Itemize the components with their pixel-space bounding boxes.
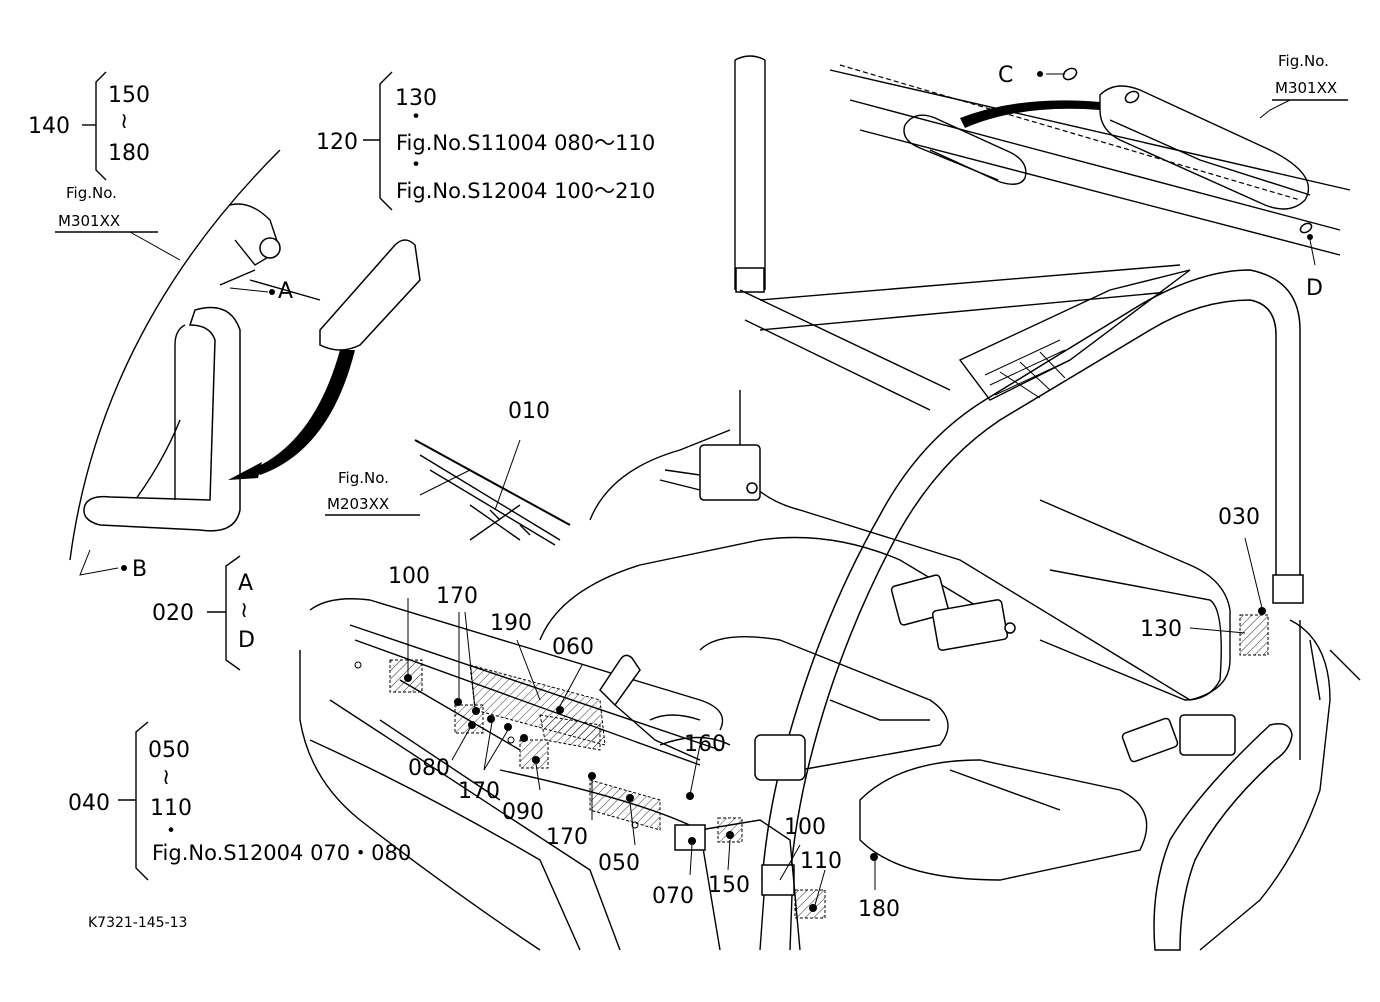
figref-m301-right: M301XX (1275, 79, 1337, 97)
leader-lines (79, 73, 1316, 906)
label-010: 010 (508, 399, 550, 424)
label-070: 070 (652, 884, 694, 909)
decal-group (389, 614, 1269, 919)
label-170-a: 170 (436, 584, 478, 609)
label-020: 020 (152, 601, 194, 626)
label-dot-2: ・ (405, 153, 427, 178)
figref-label-right: Fig.No. (1278, 52, 1329, 70)
label-140: 140 (28, 114, 70, 139)
fastener-points (354, 607, 1266, 912)
label-080: 080 (408, 756, 450, 781)
mesh-panel (958, 269, 1191, 401)
label-150-b: 150 (708, 873, 750, 898)
seat-belt-center (890, 574, 1016, 651)
label-110: 110 (800, 849, 842, 874)
label-190: 190 (490, 611, 532, 636)
label-050: 050 (598, 851, 640, 876)
ref-s12004-a: Fig.No.S12004 100～210 (396, 179, 655, 203)
label-090: 090 (502, 800, 544, 825)
label-030: 030 (1218, 505, 1260, 530)
label-B: B (132, 557, 147, 582)
label-C: C (998, 63, 1013, 88)
ref-s11004: Fig.No.S11004 080～110 (396, 131, 655, 155)
label-130-b: 130 (1140, 617, 1182, 642)
seat-belt-left (659, 444, 761, 501)
label-060: 060 (552, 635, 594, 660)
callout-labels: 140 150 ≀ 180 Fig.No. M301XX 120 130 ・ F… (28, 52, 1337, 931)
label-020-A: A (238, 571, 253, 596)
label-040: 040 (68, 791, 110, 816)
label-040-tilde: ≀ (162, 765, 170, 790)
rotation-arrow-c (960, 100, 1100, 128)
figref-label: Fig.No. (66, 184, 117, 202)
label-110-b: 110 (150, 796, 192, 821)
label-dot-3: ・ (160, 819, 182, 844)
label-020-D: D (238, 628, 255, 653)
label-170-b: 170 (458, 779, 500, 804)
label-100-a: 100 (388, 564, 430, 589)
label-050-b: 050 (148, 738, 190, 763)
label-tilde: ≀ (120, 109, 128, 134)
label-100-b: 100 (784, 815, 826, 840)
label-120: 120 (316, 130, 358, 155)
seat-belt-right (1121, 714, 1236, 763)
label-150: 150 (108, 83, 150, 108)
ref-s12004-b: Fig.No.S12004 070・080 (152, 841, 411, 865)
label-160: 160 (684, 732, 726, 757)
label-dot-1: ・ (405, 105, 427, 130)
label-170-c: 170 (546, 825, 588, 850)
vehicle-drawing (69, 55, 1361, 951)
figref-m301-left: M301XX (58, 212, 120, 230)
label-180-b: 180 (858, 897, 900, 922)
label-130: 130 (395, 86, 437, 111)
figref-label-m203: Fig.No. (338, 469, 389, 487)
window-panel-010 (414, 439, 571, 546)
figref-m203: M203XX (327, 495, 389, 513)
handle-detail-inset (69, 149, 421, 561)
label-180: 180 (108, 141, 150, 166)
drawing-code: K7321-145-13 (88, 915, 187, 931)
label-A: A (278, 279, 293, 304)
label-020-tilde: ≀ (240, 598, 248, 623)
brackets (55, 71, 1348, 881)
label-D: D (1306, 276, 1323, 301)
